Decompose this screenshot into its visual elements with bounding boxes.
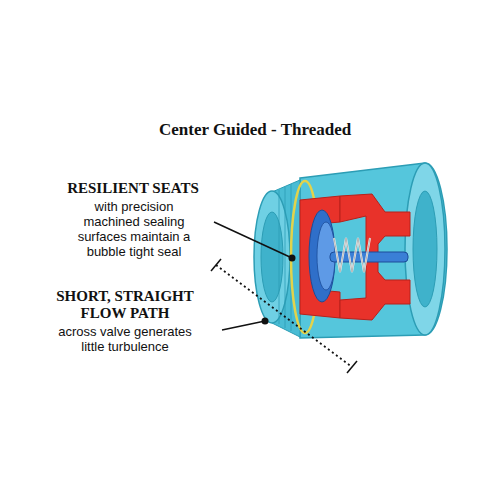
valve-bore	[413, 191, 437, 307]
leader-dot	[262, 318, 269, 325]
dimension-line	[216, 265, 352, 367]
leader-line	[222, 321, 265, 330]
inlet-bore	[261, 212, 283, 302]
leader-line	[214, 222, 292, 258]
callout-text: with precision machined sealing surfaces…	[68, 199, 200, 259]
dimension-tick	[347, 361, 357, 373]
leader-dot	[289, 255, 296, 262]
callout-heading: RESILIENT SEATS	[58, 180, 208, 197]
valve-end	[405, 163, 445, 335]
callout-text: across valve generates little turbulence	[58, 324, 192, 354]
spring-outline	[334, 238, 370, 272]
dimension-tick	[211, 259, 221, 271]
diagram-title: Center Guided - Threaded	[159, 120, 351, 140]
valve-body	[300, 163, 447, 338]
spring	[334, 238, 370, 272]
callout-heading: SHORT, STRAIGHT FLOW PATH	[40, 288, 210, 322]
